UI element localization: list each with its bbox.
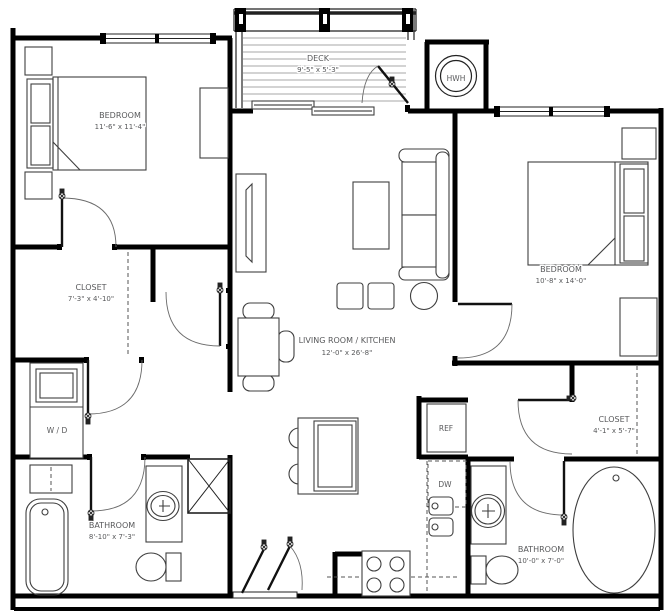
doors bbox=[58, 65, 577, 599]
living-room-furniture bbox=[235, 148, 450, 392]
dining-chair bbox=[242, 374, 275, 392]
bedroom-right-door bbox=[457, 302, 513, 359]
bedroom-left-door bbox=[60, 197, 117, 248]
bathroom-left-dims: 8'-10" x 7'-3" bbox=[89, 533, 135, 541]
closet-right-door bbox=[517, 398, 573, 455]
side-table-symbol bbox=[409, 281, 439, 311]
sofa-symbol bbox=[398, 148, 450, 281]
entry-doors bbox=[232, 545, 303, 599]
bathroom-left-label: BATHROOM bbox=[89, 521, 135, 530]
dining-chair bbox=[277, 330, 295, 363]
bathroom-right-fixtures bbox=[470, 465, 656, 594]
deck-door bbox=[361, 65, 409, 104]
ottoman-symbol bbox=[367, 282, 395, 310]
bathroom-right-door bbox=[509, 460, 566, 516]
window-symbol-bedroom-right bbox=[494, 105, 610, 118]
refrigerator-box: REF bbox=[426, 403, 467, 453]
bathtub-symbol bbox=[572, 466, 656, 594]
stove-symbol bbox=[361, 550, 411, 597]
ottoman-symbol bbox=[336, 282, 364, 310]
bathtub-symbol bbox=[25, 498, 69, 596]
washer-dryer-label: W / D bbox=[47, 426, 68, 435]
nightstand-symbol bbox=[24, 46, 53, 76]
bathroom-right-label: BATHROOM bbox=[518, 545, 564, 554]
dishwasher-label: DW bbox=[438, 480, 452, 489]
room-labels: DECK 9'-5" x 5'-3" BEDROOM 11'-6" x 11'-… bbox=[67, 53, 636, 567]
sliding-door-symbol bbox=[251, 100, 375, 116]
deck-area bbox=[233, 8, 417, 108]
window-symbol-bedroom-left bbox=[100, 32, 216, 45]
washer-dryer-symbol: W / D bbox=[29, 362, 84, 459]
sink-symbol bbox=[470, 465, 507, 545]
bathroom-right-dims: 10'-0" x 7'-0" bbox=[518, 557, 564, 565]
bathroom-left-door bbox=[89, 456, 146, 512]
toilet-symbol bbox=[135, 552, 182, 582]
coffee-table-symbol bbox=[352, 181, 390, 250]
nightstand-symbol bbox=[24, 171, 53, 200]
dining-chair bbox=[242, 302, 275, 320]
kitchen-sink-symbol bbox=[428, 496, 454, 537]
deck-railing bbox=[233, 8, 417, 108]
linen-closet-symbol bbox=[29, 464, 73, 494]
kitchen-area: REF DW bbox=[288, 403, 467, 597]
kitchen-island-symbol bbox=[288, 417, 359, 495]
bed-symbol bbox=[26, 76, 147, 171]
bedroom-right-dims: 10'-8" x 14'-0" bbox=[536, 277, 587, 285]
sink-symbol bbox=[145, 465, 183, 543]
deck-label: DECK bbox=[307, 54, 330, 63]
bedroom-left-dims: 11'-6" x 11'-4" bbox=[95, 123, 146, 131]
dishwasher-box: DW bbox=[427, 460, 467, 508]
shower-symbol bbox=[187, 458, 231, 514]
deck-boards bbox=[243, 37, 406, 102]
bedroom-left-label: BEDROOM bbox=[99, 111, 141, 120]
closet-left-dims: 7'-3" x 4'-10" bbox=[68, 295, 114, 303]
bedroom-right-furniture bbox=[527, 127, 658, 357]
nightstand-symbol bbox=[621, 127, 657, 160]
dresser-symbol bbox=[619, 297, 658, 357]
hall-door bbox=[165, 291, 222, 347]
toilet-symbol bbox=[470, 555, 519, 585]
dining-table bbox=[237, 317, 280, 377]
closet-right-label: CLOSET bbox=[598, 415, 629, 424]
refrigerator-label: REF bbox=[439, 424, 453, 433]
bedroom-left-furniture bbox=[24, 46, 229, 200]
bedroom-right-label: BEDROOM bbox=[540, 265, 582, 274]
water-heater-label: HWH bbox=[447, 74, 466, 83]
laundry-door bbox=[86, 359, 143, 415]
door-hardware-icon bbox=[58, 76, 577, 551]
closet-right-dims: 4'-1" x 5'-7" bbox=[593, 427, 635, 435]
bathroom-left-fixtures bbox=[25, 458, 231, 596]
water-heater-icon bbox=[434, 54, 478, 98]
dining-set-symbol bbox=[237, 302, 295, 392]
water-heater-closet: HWH bbox=[434, 54, 478, 98]
walls bbox=[10, 28, 664, 611]
bed-symbol bbox=[527, 161, 649, 266]
closet-left-label: CLOSET bbox=[75, 283, 106, 292]
tv-console-symbol bbox=[235, 173, 267, 273]
dresser-symbol bbox=[199, 87, 229, 159]
living-kitchen-label: LIVING ROOM / KITCHEN bbox=[299, 336, 396, 345]
deck-dims: 9'-5" x 5'-3" bbox=[297, 66, 339, 74]
living-kitchen-dims: 12'-0" x 26'-8" bbox=[322, 349, 373, 357]
